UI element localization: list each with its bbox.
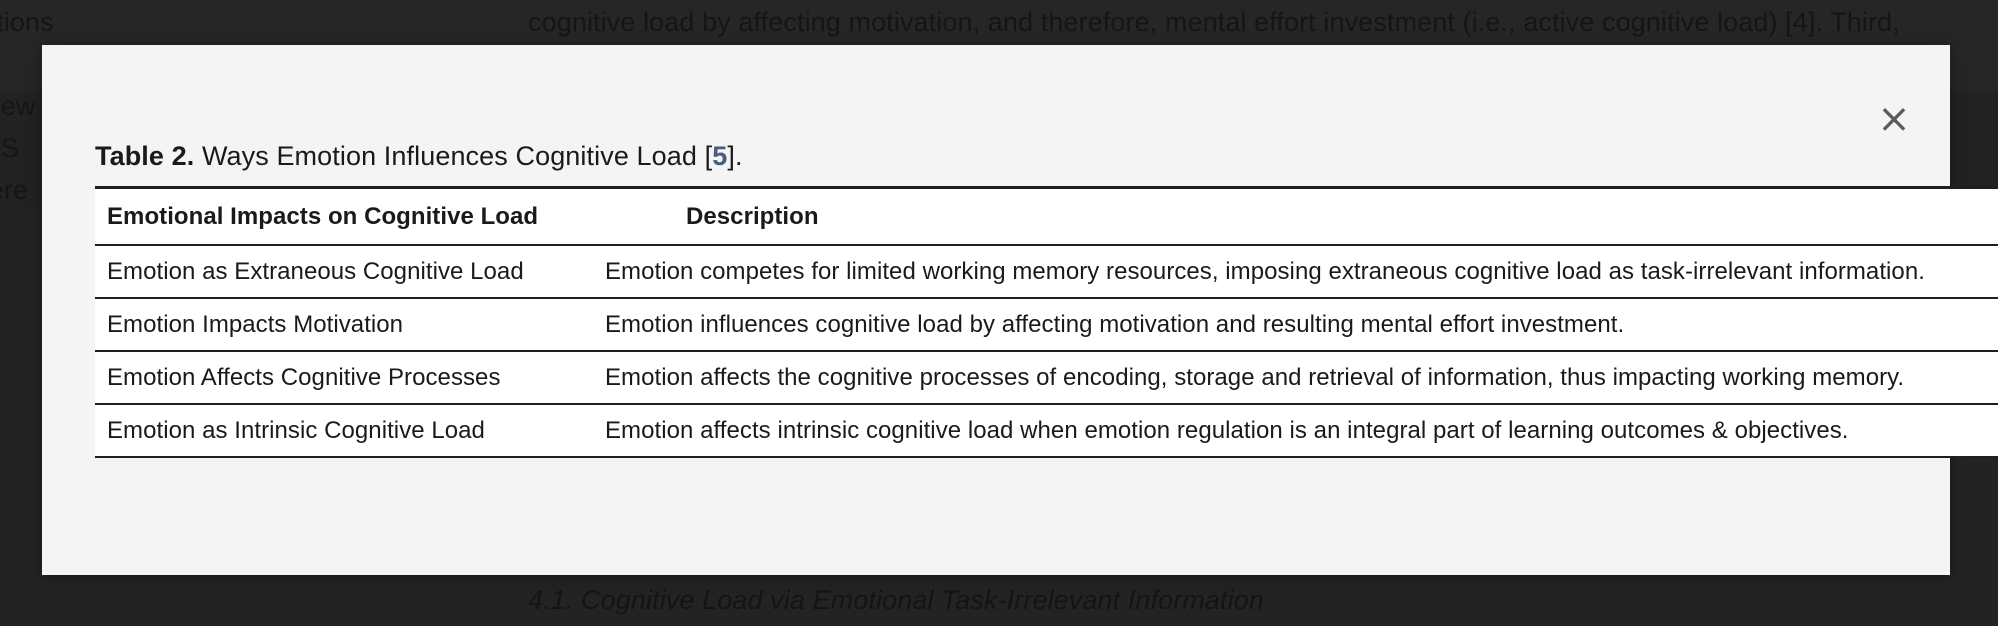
background-left-fragment: ity S [0, 133, 20, 163]
background-section-heading: 4.1. Cognitive Load via Emotional Task-I… [528, 585, 1264, 615]
table-caption-suffix: ]. [727, 141, 743, 171]
background-paragraph-line: cognitive load by affecting motivation, … [528, 7, 1900, 37]
table-caption-label: Table 2. [95, 141, 195, 171]
table-caption: Table 2. Ways Emotion Influences Cogniti… [95, 141, 743, 172]
table-header-row: Emotional Impacts on Cognitive Load Desc… [95, 186, 1998, 246]
emotion-cognitive-load-table: Emotional Impacts on Cognitive Load Desc… [95, 186, 1998, 458]
table-row: Emotion as Extraneous Cognitive Load Emo… [95, 245, 1998, 299]
cell-description: Emotion affects the cognitive processes … [591, 351, 1998, 405]
table-container: Emotional Impacts on Cognitive Load Desc… [95, 186, 1998, 458]
column-header-impacts: Emotional Impacts on Cognitive Load [95, 186, 591, 246]
background-left-fragment: ntere [0, 175, 29, 205]
cell-impact: Emotion Affects Cognitive Processes [95, 351, 591, 405]
cell-impact: Emotion as Intrinsic Cognitive Load [95, 404, 591, 458]
cell-description: Emotion competes for limited working mem… [591, 245, 1998, 299]
citation-link-5[interactable]: 5 [712, 141, 728, 171]
table-modal-dialog: × Table 2. Ways Emotion Influences Cogni… [42, 45, 1998, 575]
cell-description: Emotion influences cognitive load by aff… [591, 298, 1998, 352]
table-caption-text: Ways Emotion Influences Cognitive Load [ [194, 141, 713, 171]
cell-impact: Emotion as Extraneous Cognitive Load [95, 245, 591, 299]
cell-impact: Emotion Impacts Motivation [95, 298, 591, 352]
table-header: Emotional Impacts on Cognitive Load Desc… [95, 186, 1998, 246]
background-left-fragment: eview [0, 91, 36, 121]
cell-description: Emotion affects intrinsic cognitive load… [591, 404, 1998, 458]
column-header-description: Description [591, 186, 1998, 246]
close-icon[interactable]: × [1877, 96, 1911, 142]
table-row: Emotion Affects Cognitive Processes Emot… [95, 351, 1998, 405]
table-row: Emotion Impacts Motivation Emotion influ… [95, 298, 1998, 352]
table-row: Emotion as Intrinsic Cognitive Load Emot… [95, 404, 1998, 458]
table-body: Emotion as Extraneous Cognitive Load Emo… [95, 245, 1998, 458]
background-left-fragment: butions [0, 7, 54, 37]
